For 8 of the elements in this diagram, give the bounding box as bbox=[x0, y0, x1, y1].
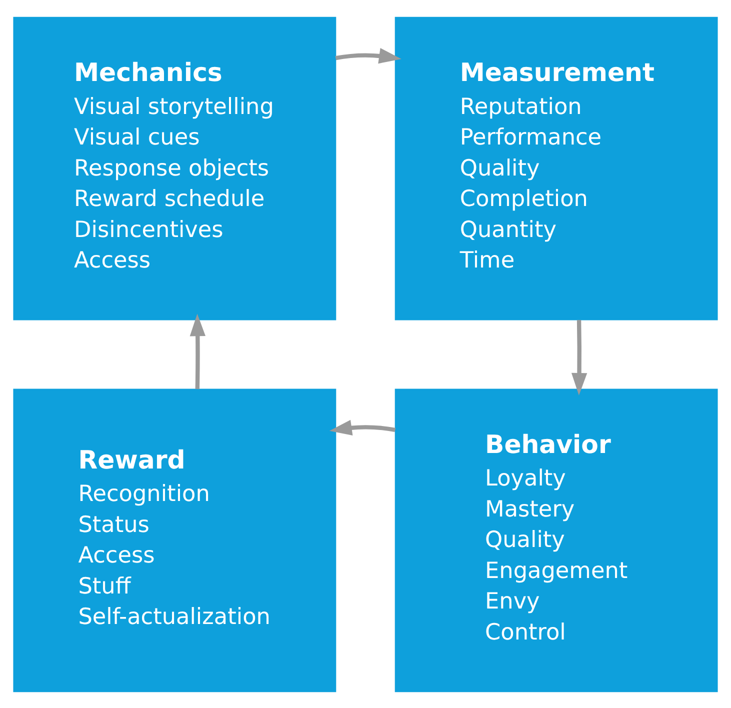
node-box: Mechanics Visual storytelling Visual cues Response objects Reward schedule Disincentives Access bbox=[13, 16, 336, 320]
node-box: Reward Recognition Status Access Stuff Self-actualization bbox=[13, 388, 336, 692]
node-box: Behavior Loyalty Mastery Quality Engagement Envy Control bbox=[394, 388, 718, 692]
arrow bbox=[335, 48, 402, 64]
arrow bbox=[190, 313, 206, 389]
node-box: Measurement Reputation Performance Quality Completion Quantity Time bbox=[394, 16, 718, 320]
arrow bbox=[571, 320, 588, 395]
arrow bbox=[329, 419, 396, 435]
